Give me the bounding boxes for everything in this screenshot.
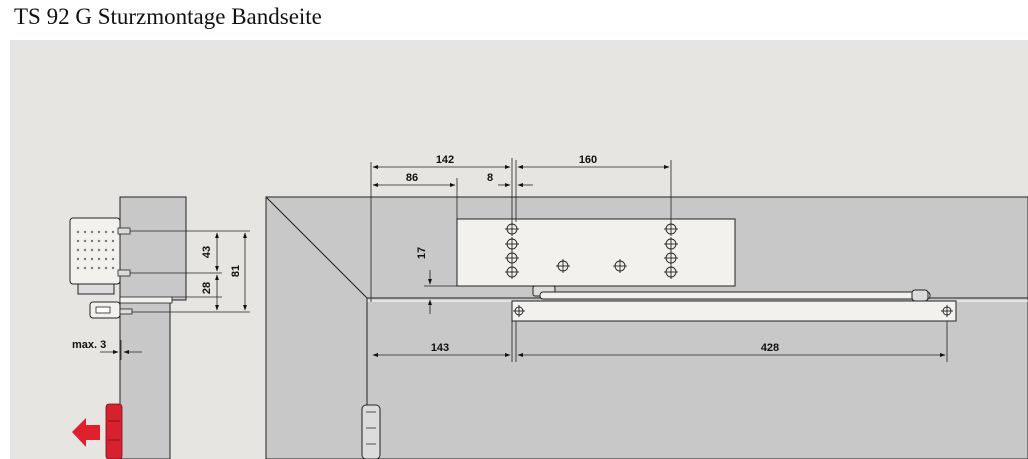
dim-143-label: 143 — [431, 342, 449, 354]
dim-160-label: 160 — [579, 154, 597, 166]
closer-screw-lower — [117, 269, 131, 277]
closer-body-front-view — [456, 218, 736, 287]
wall-post-lower — [119, 299, 171, 459]
spindle-pin-side — [119, 308, 133, 315]
dim-43-label: 43 — [201, 246, 213, 258]
wall-post-upper — [119, 196, 187, 301]
dim-17-label: 17 — [416, 247, 428, 259]
red-hinge — [105, 403, 123, 459]
closer-screw-upper — [117, 227, 131, 235]
diagram-title: TS 92 G Sturzmontage Bandseite — [14, 4, 322, 29]
mounting-plate-side — [119, 296, 173, 304]
closer-base-side — [77, 283, 115, 295]
closer-arm — [539, 291, 931, 300]
dim-81-label: 81 — [230, 265, 242, 277]
dim-142-label: 142 — [436, 154, 454, 166]
dim-28-label: 28 — [201, 282, 213, 294]
door-frame-diagonal — [265, 196, 368, 299]
dim-86-label: 86 — [406, 172, 418, 184]
closer-vent-dots — [76, 230, 115, 270]
dim-428-label: 428 — [761, 342, 779, 354]
opening-direction-arrow-icon — [72, 418, 100, 447]
dim-8-label: 8 — [487, 172, 493, 184]
slide-rail — [511, 300, 957, 322]
door-hinge-icon — [361, 404, 381, 459]
dim-max3-label: max. 3 — [72, 339, 106, 351]
arm-slider — [911, 289, 929, 302]
mounting-holes — [505, 222, 678, 279]
